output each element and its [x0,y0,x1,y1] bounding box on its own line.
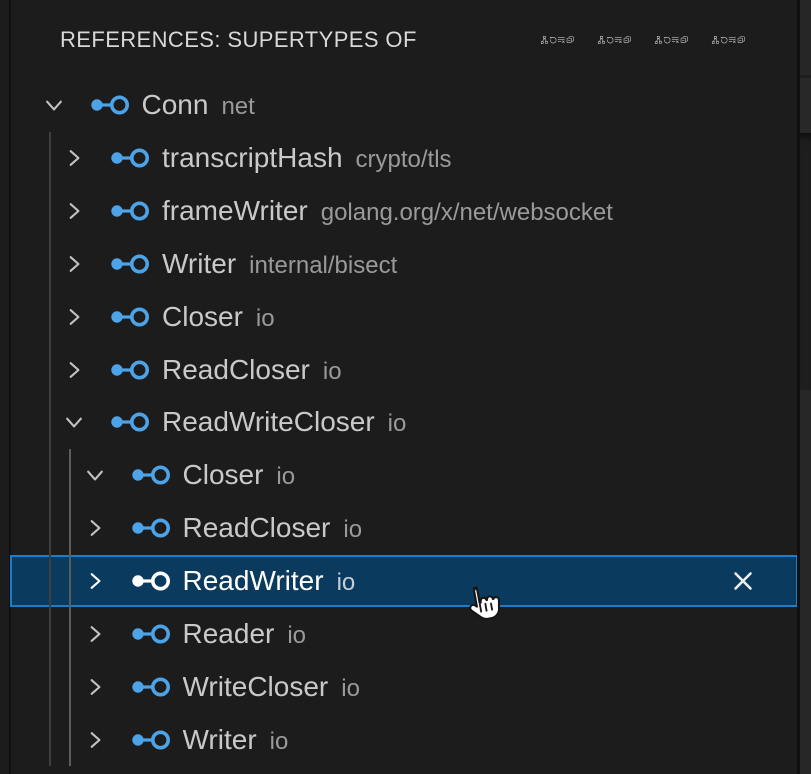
tree-item-description: io [322,357,342,385]
tree-row[interactable]: ReadWriteCloser io [10,396,798,449]
pane-title: REFERENCES: SUPERTYPES OF [60,26,417,52]
symbol-interface-icon [110,251,150,277]
chevron-icon[interactable] [62,145,86,171]
tree-row[interactable]: Closer io [10,448,798,502]
tree-row[interactable]: frameWriter golang.org/x/net/websocket [10,184,798,238]
tree-item-description: io [343,516,363,544]
tree-item-description: golang.org/x/net/websocket [320,199,613,227]
chevron-icon[interactable] [62,198,86,224]
chevron-icon[interactable] [83,621,107,647]
indent-guide-active [69,554,71,608]
tree-item-description: io [269,727,289,755]
symbol-interface-icon [131,674,171,700]
chevron-icon[interactable] [83,462,107,488]
tree-item-description: io [387,410,407,438]
collapse-all-icon[interactable] [711,23,745,57]
tree-item-label: WriteCloser [182,670,329,702]
indent-guide-active [69,607,71,661]
symbol-interface-icon [110,304,150,330]
chevron-icon[interactable] [62,357,86,383]
supertypes-tree: Conn net transcriptHash crypto/tls [10,79,798,766]
pane-actions [540,0,745,79]
indent-guide [49,607,51,661]
symbol-interface-icon [110,357,150,383]
symbol-interface-icon [110,145,150,171]
type-hierarchy-icon[interactable] [540,23,574,57]
editor-edge-strip [800,0,811,774]
tree-row[interactable]: ReadWriter io [10,554,798,608]
indent-guide [49,501,51,555]
symbol-interface-icon [131,568,171,594]
tree-item-label: transcriptHash [162,142,343,174]
indent-guide [49,396,51,449]
close-icon[interactable] [730,568,756,594]
tree-item-label: ReadCloser [162,353,310,385]
tree-item-label: Closer [162,300,243,332]
tree-row[interactable]: Writer io [10,713,798,766]
indent-guide-active [69,713,71,766]
tree-item-description: io [276,463,296,491]
chevron-icon[interactable] [62,409,86,435]
symbol-interface-icon [131,515,171,541]
tree-item-description: io [336,569,356,597]
indent-guide [49,660,51,714]
tree-item-label: ReadCloser [182,512,331,544]
tree-item-description: crypto/tls [355,146,452,174]
chevron-icon[interactable] [83,515,107,541]
chevron-icon[interactable] [62,251,86,277]
symbol-interface-icon [131,462,171,488]
chevron-icon[interactable] [83,568,107,594]
tree-row[interactable]: transcriptHash crypto/tls [10,131,798,185]
tree-row[interactable]: Reader io [10,607,798,661]
indent-guide [49,343,51,397]
tree-item-label: ReadWriteCloser [162,406,375,438]
symbol-interface-icon [90,92,130,118]
tree-item-description: net [221,93,255,121]
tree-item-label: frameWriter [162,195,308,227]
refresh-icon[interactable] [597,23,631,57]
tree-row[interactable]: ReadCloser io [10,343,798,397]
indent-guide-active [69,501,71,555]
tree-item-description: io [255,304,275,332]
tree-row[interactable]: ReadCloser io [10,501,798,555]
tree-item-label: Closer [182,459,264,491]
symbol-interface-icon [131,621,171,647]
chevron-icon[interactable] [83,727,107,753]
tree-row[interactable]: Closer io [10,290,798,344]
indent-guide [49,713,51,766]
indent-guide [49,290,51,344]
clear-all-icon[interactable] [654,23,688,57]
tree-item-description: internal/bisect [249,251,398,279]
indent-guide [49,184,51,238]
tree-row[interactable]: Writer internal/bisect [10,237,798,291]
chevron-icon[interactable] [62,304,86,330]
tree-item-label: Writer [162,247,237,279]
indent-guide [49,554,51,608]
chevron-icon[interactable] [83,674,107,700]
chevron-icon[interactable] [42,92,66,118]
tree-item-description: io [287,621,307,649]
tree-item-label: ReadWriter [182,565,324,597]
tree-item-label: Reader [182,617,275,649]
symbol-interface-icon [110,409,150,435]
indent-guide-active [69,660,71,714]
panel-right-border [797,0,800,774]
references-pane-header: REFERENCES: SUPERTYPES OF [0,0,797,79]
indent-guide-active [69,448,71,502]
tree-row[interactable]: WriteCloser io [10,660,798,714]
tree-item-label: Writer [182,723,257,755]
indent-guide [49,237,51,291]
tree-row[interactable]: Conn net [10,79,798,132]
tree-item-label: Conn [141,89,209,121]
tree-item-description: io [341,674,360,702]
indent-guide [49,448,51,502]
indent-guide [49,131,51,185]
panel-left-border [9,0,11,774]
symbol-interface-icon [131,727,171,753]
symbol-interface-icon [110,198,150,224]
